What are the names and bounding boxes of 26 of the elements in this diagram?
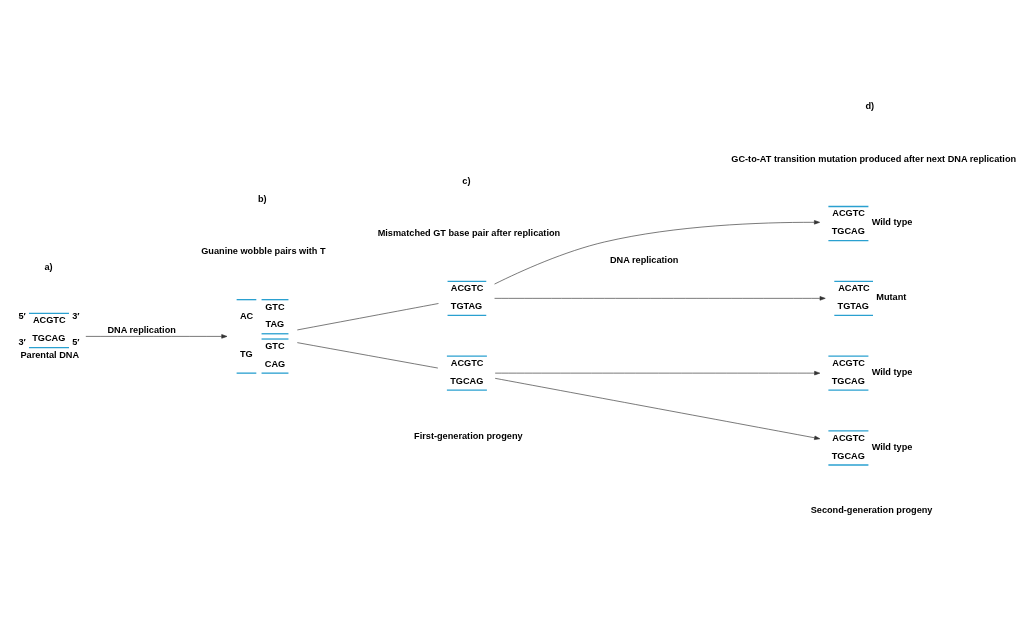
connector	[297, 303, 439, 331]
label: First-generation progeny	[414, 430, 523, 441]
node-text: ACGTC TGCAG Wild type	[831, 208, 913, 237]
label: a)	[44, 261, 53, 272]
node-text: ACGTC TGCAG Wild type	[831, 432, 913, 461]
node-text: ACGTC TGTAG	[450, 283, 484, 311]
node-text: 5′ ACGTC TGCAG 3′ 3′ 5′ Parental DNA	[18, 311, 80, 360]
connector	[297, 342, 439, 369]
arrow	[494, 220, 820, 285]
label: Second-generation progeny	[810, 505, 933, 516]
edge-label: DNA replication	[107, 325, 176, 336]
arrow	[494, 378, 821, 440]
node-text: AC TG GTC TAG GTC CAG	[239, 301, 286, 369]
node-text: ACGTC TGCAG	[450, 358, 484, 386]
label: d)	[865, 101, 875, 112]
arrow	[85, 334, 228, 339]
label: b)	[257, 193, 267, 204]
label: Mismatched GT base pair after replication	[377, 228, 561, 239]
label: DNA replication	[609, 254, 679, 265]
node-text: ACGTC TGCAG Wild type	[831, 358, 913, 386]
label: c)	[462, 176, 471, 186]
node-text: ACATC TGTAG Mutant	[837, 283, 907, 311]
label: GC-to-AT transition mutation produced after next DNA replication	[731, 153, 1017, 164]
arrow	[494, 296, 826, 301]
label: Guanine wobble pairs with T	[201, 246, 326, 257]
arrow	[494, 370, 821, 376]
